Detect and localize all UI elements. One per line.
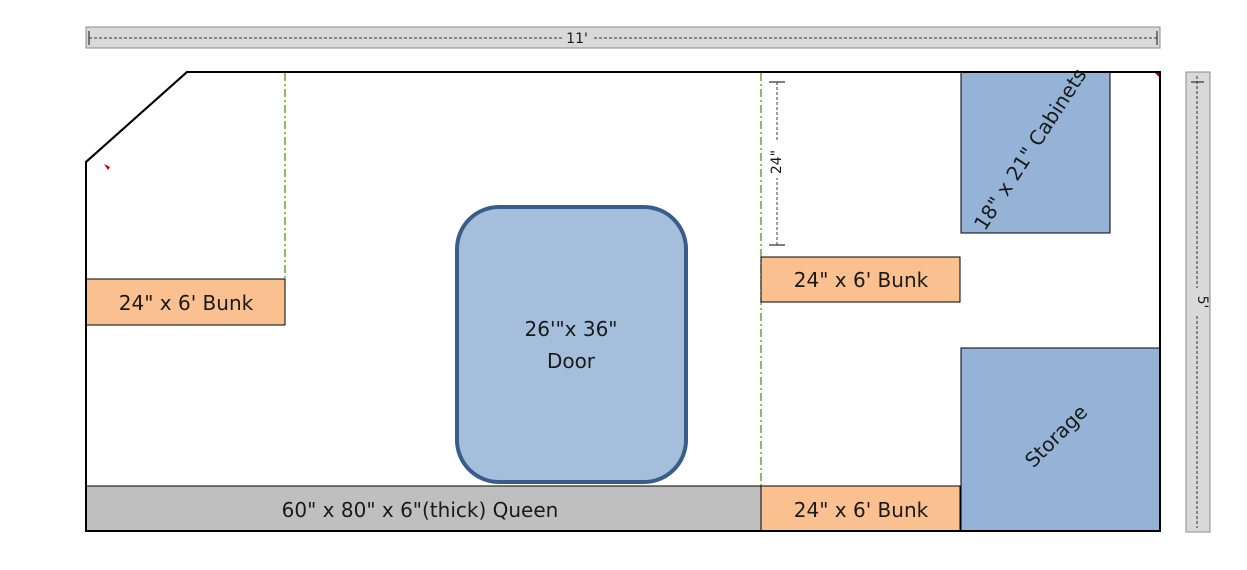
bunk-left: 24" x 6' Bunk <box>85 278 286 326</box>
bunk-gap-label: 24" <box>769 150 785 174</box>
queen-bed: 60" x 80" x 6"(thick) Queen <box>85 485 762 532</box>
height-label: 5' <box>1194 296 1210 309</box>
width-label: 11' <box>566 31 588 47</box>
bunk-right-top: 24" x 6' Bunk <box>760 256 961 303</box>
cabinets: 18" x 21" Cabinets <box>960 64 1111 235</box>
bunk-gap-dimension: 24" <box>766 81 786 246</box>
bunk-left-label: 24" x 6' Bunk <box>119 291 254 315</box>
bunk-right-bottom: 24" x 6' Bunk <box>760 485 961 532</box>
door: 26'"x 36" Door <box>455 205 688 484</box>
camper-outline-border <box>85 71 1161 532</box>
door-size-label: 26'"x 36" <box>525 317 618 341</box>
door-label: Door <box>547 349 596 373</box>
corner-marker <box>104 164 110 170</box>
bunk-right-bottom-label: 24" x 6' Bunk <box>794 498 929 522</box>
bunk-right-top-label: 24" x 6' Bunk <box>794 268 929 292</box>
corner-marker-right <box>1155 73 1160 78</box>
storage: Storage <box>960 347 1161 532</box>
width-ruler: 11' <box>85 26 1161 49</box>
height-ruler: 5' <box>1185 71 1211 533</box>
queen-bed-label: 60" x 80" x 6"(thick) Queen <box>282 498 559 522</box>
